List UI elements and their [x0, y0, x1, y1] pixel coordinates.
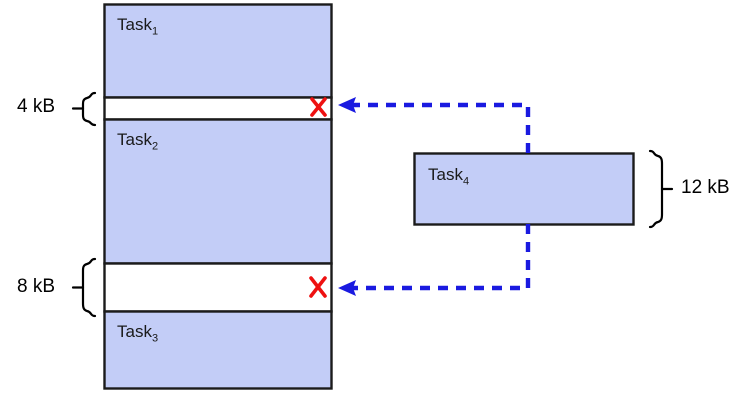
arrow-heads: [338, 97, 356, 296]
incoming-task4-label: Task4: [428, 165, 470, 188]
incoming-task4-block: [413, 152, 635, 226]
memory-block-task2-label: Task2: [117, 130, 159, 153]
cross-icon-4kb-hole: [310, 97, 327, 117]
main-memory-column: [103, 3, 333, 390]
arrow-path-to-4kb-hole: [348, 102, 531, 153]
does-not-fit-markers: [309, 97, 327, 298]
memory-hole-4kb: [103, 96, 333, 121]
arrow-head-4kb: [338, 97, 356, 113]
size-label-4kb: 4 kB: [17, 96, 56, 117]
memory-block-task1-label: Task1: [117, 15, 159, 38]
memory-block-task3: [103, 310, 333, 390]
brace-12kb: [648, 149, 674, 229]
brace-4kb: [71, 91, 97, 127]
memory-block-task1: [103, 3, 333, 99]
size-label-12kb: 12 kB: [681, 177, 730, 198]
cross-icon-8kb-hole: [309, 276, 327, 298]
memory-hole-8kb: [103, 262, 333, 313]
memory-block-task2: [103, 118, 333, 265]
arrow-head-8kb: [338, 280, 356, 296]
fit-attempt-arrows: [348, 102, 531, 291]
memory-block-task3-label: Task3: [117, 322, 159, 345]
arrow-path-to-8kb-hole: [348, 224, 531, 291]
brace-8kb: [71, 257, 97, 318]
size-label-8kb: 8 kB: [17, 276, 56, 297]
